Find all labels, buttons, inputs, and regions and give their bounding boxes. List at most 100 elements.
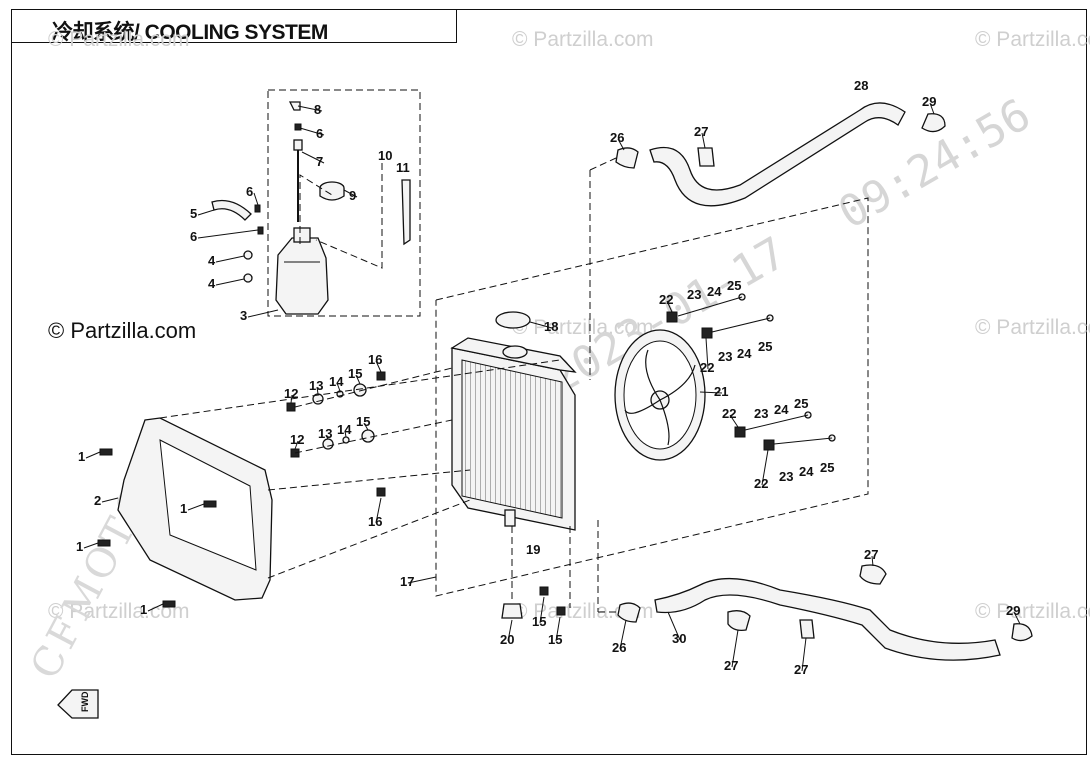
part-callout: 17 bbox=[400, 574, 414, 589]
fwd-label: FWD bbox=[80, 691, 90, 712]
title-box: 冷却系统/ COOLING SYSTEM bbox=[11, 9, 457, 44]
hose-clamp bbox=[615, 147, 639, 169]
expansion-tank-group bbox=[211, 89, 421, 317]
callout-leader bbox=[299, 127, 325, 136]
part-callout: 13 bbox=[318, 426, 332, 441]
callout-leader bbox=[555, 616, 561, 642]
watermark-partzilla: © Partzilla.com bbox=[48, 28, 190, 51]
part-callout: 10 bbox=[378, 148, 392, 163]
callout-leader bbox=[871, 555, 874, 567]
part-callout: 15 bbox=[548, 632, 562, 647]
radiator-cap bbox=[495, 311, 531, 329]
part-callout: 30 bbox=[672, 631, 686, 646]
part-callout: 27 bbox=[724, 658, 738, 673]
bolt bbox=[99, 448, 113, 456]
part-callout: 25 bbox=[758, 339, 772, 354]
callout-leader bbox=[407, 576, 437, 584]
part-callout: 23 bbox=[779, 469, 793, 484]
part-callout: 15 bbox=[532, 614, 546, 629]
part-callout: 15 bbox=[348, 366, 362, 381]
callout-leader bbox=[294, 440, 299, 450]
watermark-partzilla: © Partzilla.com bbox=[975, 316, 1090, 339]
part-callout: 26 bbox=[612, 640, 626, 655]
callout-leader bbox=[507, 619, 513, 642]
part-callout: 2 bbox=[94, 493, 101, 508]
callout-leader bbox=[375, 497, 382, 524]
callout-leader bbox=[336, 382, 341, 392]
part-callout: 27 bbox=[694, 124, 708, 139]
part-callout: 24 bbox=[799, 464, 814, 479]
watermark-partzilla: © Partzilla.com bbox=[975, 28, 1090, 51]
diagram-frame bbox=[11, 9, 1087, 755]
part-callout: 8 bbox=[314, 102, 321, 117]
callout-leader bbox=[539, 596, 545, 624]
upper-hose bbox=[649, 102, 906, 207]
part-callout: 6 bbox=[190, 229, 197, 244]
part-callout: 28 bbox=[854, 78, 868, 93]
callout-leader bbox=[731, 629, 739, 668]
callout-leader bbox=[343, 189, 358, 198]
part-callout: 25 bbox=[727, 278, 741, 293]
callout-leader bbox=[375, 360, 382, 373]
part-callout: 1 bbox=[78, 449, 85, 464]
part-callout: 20 bbox=[500, 632, 514, 647]
watermark-partzilla: © Partzilla.com bbox=[512, 316, 654, 339]
callout-leader bbox=[729, 414, 739, 428]
part-callout: 23 bbox=[687, 287, 701, 302]
radiator-assembly-group bbox=[435, 197, 869, 597]
part-callout: 7 bbox=[316, 154, 323, 169]
small-hose bbox=[211, 199, 252, 221]
part-callout: 6 bbox=[246, 184, 253, 199]
callout-leader bbox=[197, 229, 259, 239]
callout-leader bbox=[619, 619, 627, 650]
part-callout: 23 bbox=[754, 406, 768, 421]
callout-leader bbox=[325, 434, 329, 440]
callout-leader bbox=[761, 449, 769, 486]
callout-leader bbox=[363, 422, 369, 431]
hose-clamp bbox=[921, 113, 946, 133]
callout-leader bbox=[247, 309, 279, 318]
callout-leader bbox=[344, 430, 347, 438]
callout-leader bbox=[1013, 611, 1021, 625]
part-callout: 26 bbox=[610, 130, 624, 145]
watermark-partzilla: © Partzilla.com bbox=[975, 600, 1090, 623]
callout-leader bbox=[355, 374, 361, 385]
watermark-partzilla: © Partzilla.com bbox=[48, 600, 190, 623]
callout-leader bbox=[667, 611, 681, 641]
part-callout: 13 bbox=[309, 378, 323, 393]
part-callout: 19 bbox=[526, 542, 540, 557]
callout-leader bbox=[666, 300, 673, 313]
part-callout: 16 bbox=[368, 514, 382, 529]
part-callout: 22 bbox=[722, 406, 736, 421]
part-callout: 24 bbox=[737, 346, 752, 361]
callout-leader bbox=[316, 386, 319, 395]
callout-leader bbox=[215, 255, 245, 263]
callout-leader bbox=[253, 192, 259, 206]
part-callout: 15 bbox=[356, 414, 370, 429]
callout-leader bbox=[297, 105, 323, 112]
part-callout: 1 bbox=[76, 539, 83, 554]
part-callout: 25 bbox=[794, 396, 808, 411]
part-callout: 23 bbox=[718, 349, 732, 364]
part-callout: 6 bbox=[316, 126, 323, 141]
callout-leader bbox=[701, 132, 706, 149]
part-callout: 5 bbox=[190, 206, 197, 221]
clip-pin bbox=[288, 101, 301, 111]
callout-leader bbox=[801, 637, 807, 672]
watermark-partzilla: © Partzilla.com bbox=[512, 600, 654, 623]
lower-hose bbox=[654, 577, 1001, 661]
part-callout: 14 bbox=[329, 374, 344, 389]
callout-leader bbox=[85, 451, 101, 459]
callout-leader bbox=[699, 391, 723, 394]
callout-leader bbox=[197, 209, 215, 216]
part-callout: 25 bbox=[820, 460, 834, 475]
part-callout: 22 bbox=[659, 292, 673, 307]
part-callout: 1 bbox=[140, 602, 147, 617]
callout-leader bbox=[617, 138, 625, 151]
drain-bolt bbox=[501, 603, 523, 619]
watermark-partzilla-main: © Partzilla.com bbox=[48, 318, 197, 343]
part-callout: 3 bbox=[240, 308, 247, 323]
part-callout: 27 bbox=[794, 662, 808, 677]
